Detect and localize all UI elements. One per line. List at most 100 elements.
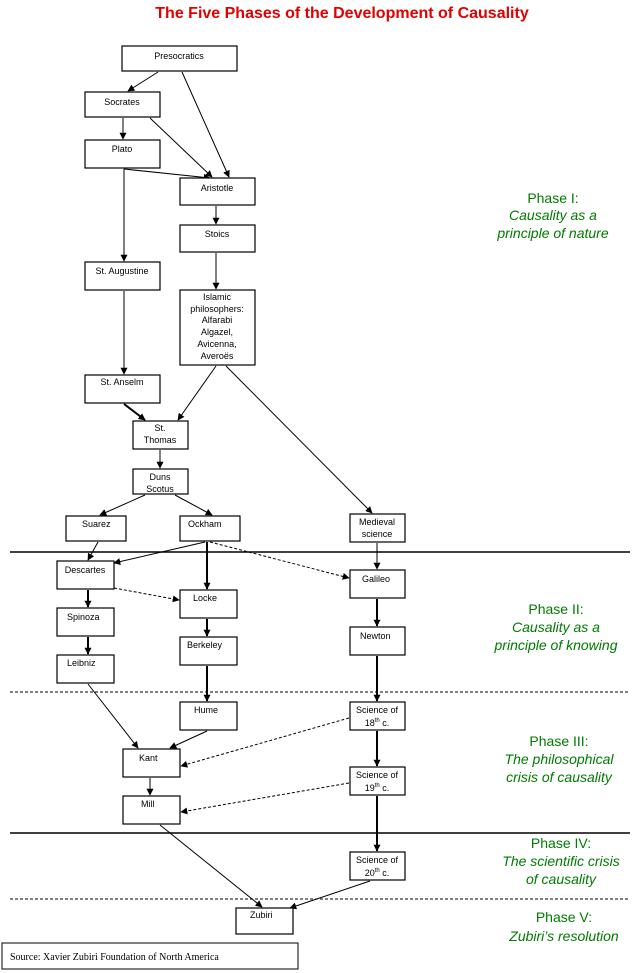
edge-hume-to-kant — [169, 730, 208, 749]
node-berkeley: Berkeley — [179, 636, 238, 666]
node-newton: Newton — [349, 626, 406, 656]
node-label: Alfarabi — [202, 315, 233, 325]
phase-description: Zubiri’s resolution — [508, 928, 619, 944]
node-socrates: Socrates — [84, 91, 161, 118]
node-suarez: Suarez — [65, 515, 127, 542]
node-kant: Kant — [122, 748, 181, 778]
century-number: 18 — [365, 718, 375, 728]
node-label: Averoës — [201, 351, 234, 361]
phase-heading: Phase III: — [529, 733, 588, 749]
node-label: Avicenna, — [197, 339, 236, 349]
node-label: 20th c. — [365, 868, 390, 878]
edge-presocratics-to-aristotle — [181, 71, 230, 178]
node-label: Descartes — [65, 565, 106, 575]
nodes: Presocratics Socrates Plato Aristotle St… — [56, 45, 406, 935]
phase-description: crisis of causality — [506, 769, 613, 785]
node-label: Suarez — [82, 519, 111, 529]
edge-presocratics-to-socrates — [127, 71, 159, 92]
phase-separators — [10, 551, 630, 900]
phase-heading: Phase I: — [527, 190, 578, 206]
node-plato: Plato — [84, 139, 161, 169]
diagram-title: The Five Phases of the Development of Ca… — [155, 5, 529, 22]
node-label: 19th c. — [365, 783, 390, 793]
source-text: Source: Xavier Zubiri Foundation of Nort… — [10, 952, 219, 963]
phase-3-label: Phase III: The philosophical crisis of c… — [505, 733, 615, 785]
century-suffix: c. — [380, 718, 390, 728]
phase-description: The philosophical — [505, 751, 615, 767]
phase-4-label: Phase IV: The scientific crisis of causa… — [502, 835, 619, 887]
node-descartes: Descartes — [56, 560, 115, 590]
node-locke: Locke — [179, 589, 238, 619]
node-science-18th-c: Science of 18th c. — [349, 701, 406, 731]
node-label: Presocratics — [154, 51, 204, 61]
edge-mill-to-zubiri — [159, 824, 263, 908]
edge-scotus-to-suarez — [99, 494, 146, 516]
node-label: Leibniz — [67, 658, 96, 668]
phase-1-label: Phase I: Causality as a principle of nat… — [496, 190, 609, 241]
edge-socrates-to-aristotle — [149, 117, 213, 178]
node-label: Islamic — [203, 292, 232, 302]
century-number: 19 — [365, 783, 375, 793]
node-label: Medieval — [359, 517, 395, 527]
phase-labels: Phase I: Causality as a principle of nat… — [494, 190, 620, 944]
edge-scotus-to-ockham — [174, 494, 213, 516]
node-label: Science of — [356, 770, 399, 780]
node-label: Zubiri — [250, 910, 273, 920]
phase-description: Causality as a — [512, 619, 600, 635]
century-number: 20 — [365, 868, 375, 878]
node-label: Scotus — [146, 484, 174, 494]
edge-islamic-to-medieval — [225, 365, 373, 514]
node-label: philosophers: — [190, 304, 244, 314]
node-label: Duns — [149, 472, 171, 482]
node-label: Mill — [141, 799, 155, 809]
node-label: St. Augustine — [95, 266, 148, 276]
node-label: Plato — [112, 144, 133, 154]
edge-sci18-to-kant — [180, 717, 350, 768]
edge-ockham-to-descartes — [113, 541, 206, 565]
edge-sci20-to-zubiri — [289, 880, 371, 910]
phase-heading: Phase IV: — [531, 835, 591, 851]
node-duns-scotus: Duns Scotus — [132, 468, 189, 495]
node-hume: Hume — [179, 701, 238, 731]
edges — [84, 71, 381, 910]
node-label: 18th c. — [365, 718, 390, 728]
node-stoics: Stoics — [179, 224, 256, 253]
source-note: Source: Xavier Zubiri Foundation of Nort… — [1, 942, 299, 970]
node-st-augustine: St. Augustine — [84, 261, 161, 291]
node-presocratics: Presocratics — [121, 45, 238, 72]
node-label: Thomas — [144, 435, 177, 445]
phase-heading: Phase V: — [536, 909, 592, 925]
node-label: Hume — [194, 705, 218, 715]
node-label: Galileo — [362, 574, 390, 584]
phase-2-label: Phase II: Causality as a principle of kn… — [494, 601, 618, 653]
node-st-anselm: St. Anselm — [84, 374, 161, 404]
phase-description: The scientific crisis — [502, 853, 619, 869]
phase-description: principle of knowing — [494, 637, 618, 653]
node-science-19th-c: Science of 19th c. — [349, 766, 406, 796]
phase-heading: Phase II: — [528, 601, 583, 617]
node-label: Science of — [356, 705, 399, 715]
edge-sci19-to-mill — [180, 782, 350, 815]
phase-description: Causality as a — [509, 207, 597, 223]
node-mill: Mill — [122, 795, 181, 825]
node-label: Newton — [360, 631, 391, 641]
node-label: science — [362, 529, 393, 539]
node-label: Locke — [193, 593, 217, 603]
century-superscript: th — [375, 718, 380, 724]
node-label: Stoics — [205, 229, 230, 239]
century-superscript: th — [375, 868, 380, 874]
edge-descartes-to-locke — [113, 587, 180, 603]
node-galileo: Galileo — [349, 569, 406, 599]
node-science-20th-c: Science of 20th c. — [349, 851, 406, 881]
node-label: Aristotle — [201, 183, 234, 193]
century-superscript: th — [375, 783, 380, 789]
node-label: St. Anselm — [100, 377, 143, 387]
node-medieval-science: Medieval science — [349, 513, 406, 543]
edge-leibniz-to-kant — [87, 683, 139, 749]
node-zubiri: Zubiri — [235, 907, 294, 935]
node-label: Socrates — [104, 97, 140, 107]
century-suffix: c. — [380, 868, 390, 878]
node-label: Ockham — [188, 519, 222, 529]
node-label: Spinoza — [67, 612, 100, 622]
